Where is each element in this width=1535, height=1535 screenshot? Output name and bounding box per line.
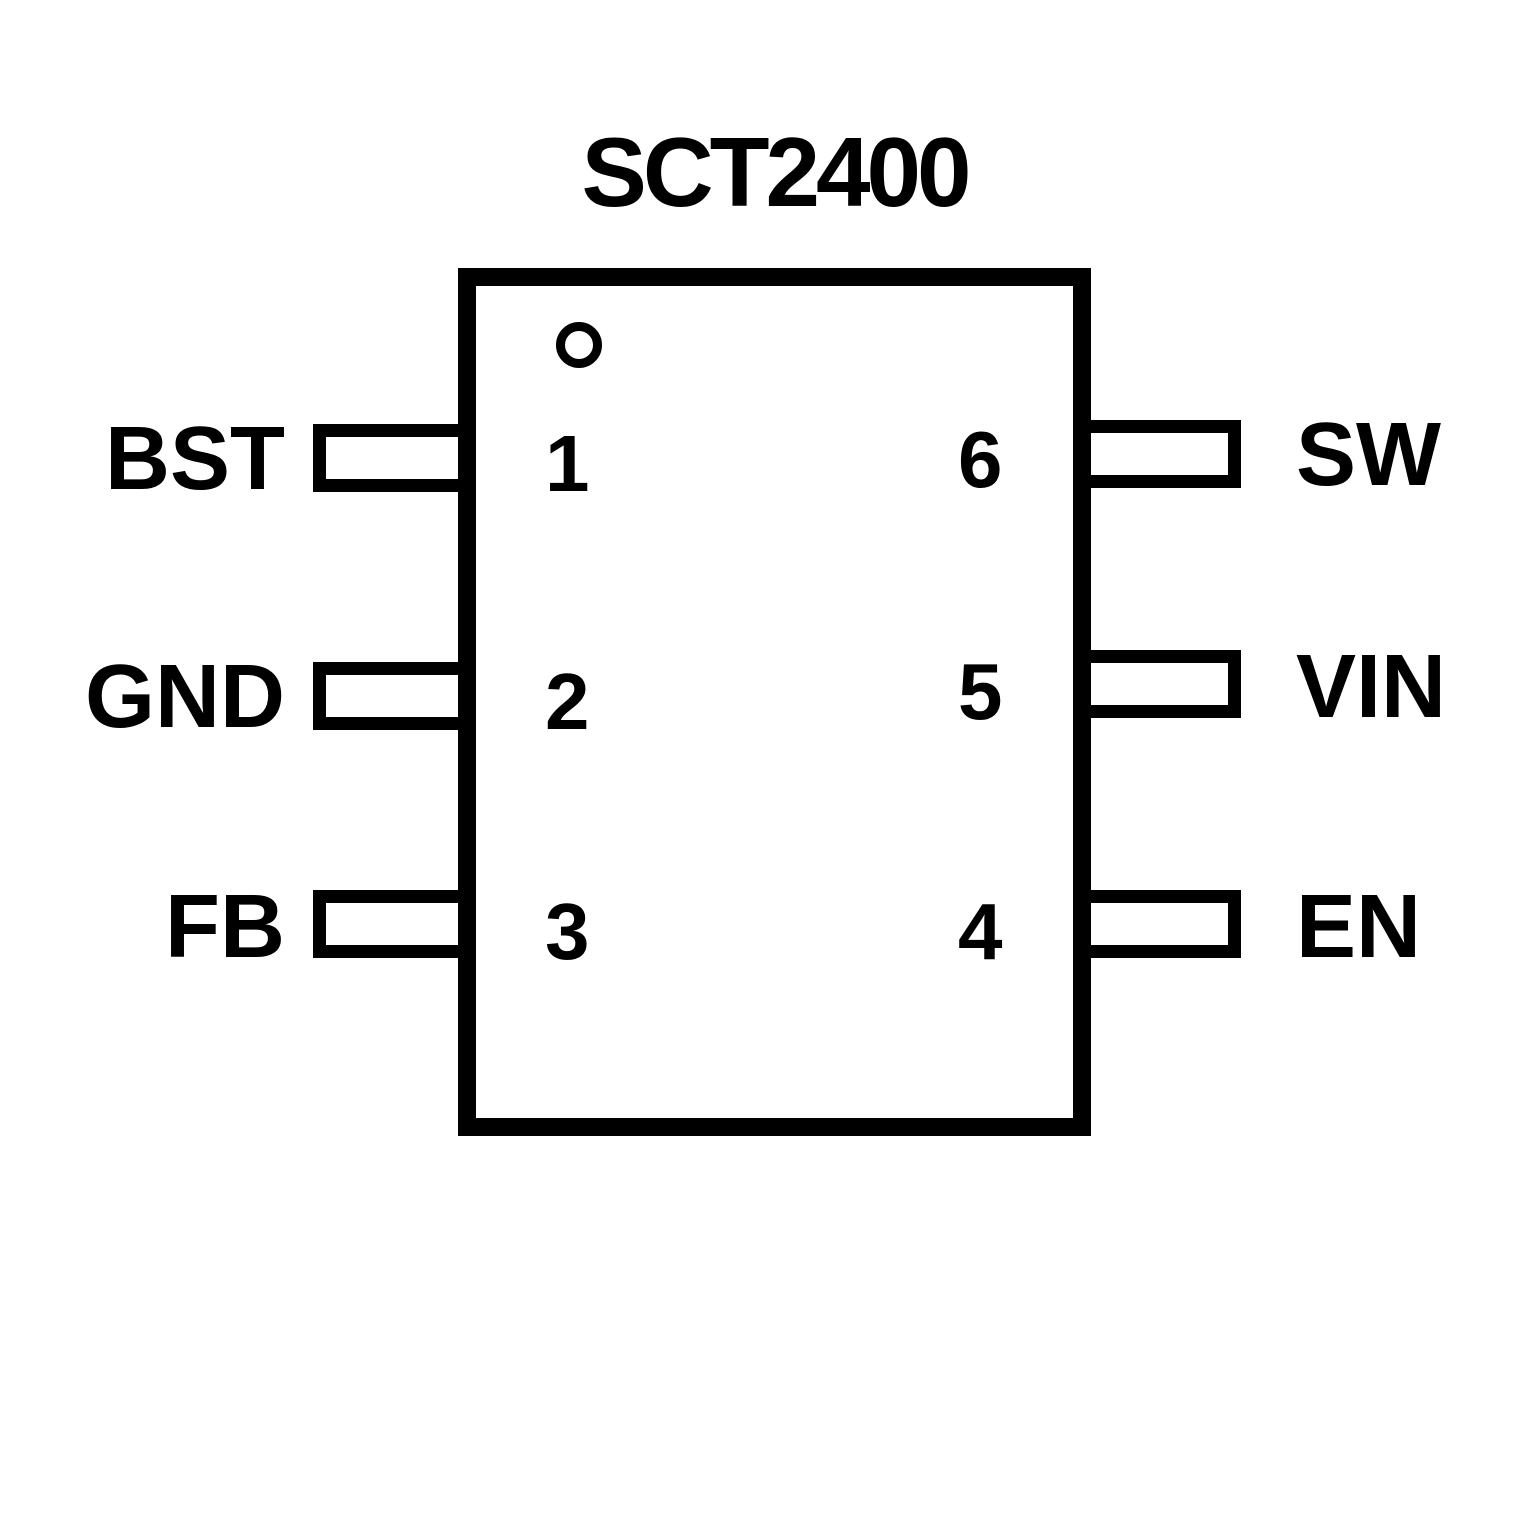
pin-pad-1 [313, 424, 475, 492]
pin-label-sw: SW [1296, 405, 1441, 505]
pin1-indicator-icon [556, 322, 602, 368]
pin-label-fb: FB [165, 877, 285, 977]
pin-number-5: 5 [958, 647, 1003, 736]
pin-pad-4 [1075, 890, 1241, 958]
pin-number-6: 6 [958, 415, 1003, 504]
chip-body [458, 268, 1091, 1136]
pin-pad-2 [313, 662, 475, 730]
chip-title: SCT2400 [581, 117, 971, 227]
pin-label-vin: VIN [1296, 637, 1447, 737]
pin-label-bst: BST [105, 409, 285, 509]
pin-number-4: 4 [958, 887, 1003, 976]
pin-label-en: EN [1296, 877, 1422, 977]
pin-number-1: 1 [545, 419, 590, 508]
pin-pad-6 [1075, 420, 1241, 488]
pin-label-gnd: GND [85, 647, 285, 747]
pin-pad-5 [1075, 650, 1241, 718]
pin-number-3: 3 [545, 887, 590, 976]
pin-number-2: 2 [545, 657, 590, 746]
pin-pad-3 [313, 890, 475, 958]
